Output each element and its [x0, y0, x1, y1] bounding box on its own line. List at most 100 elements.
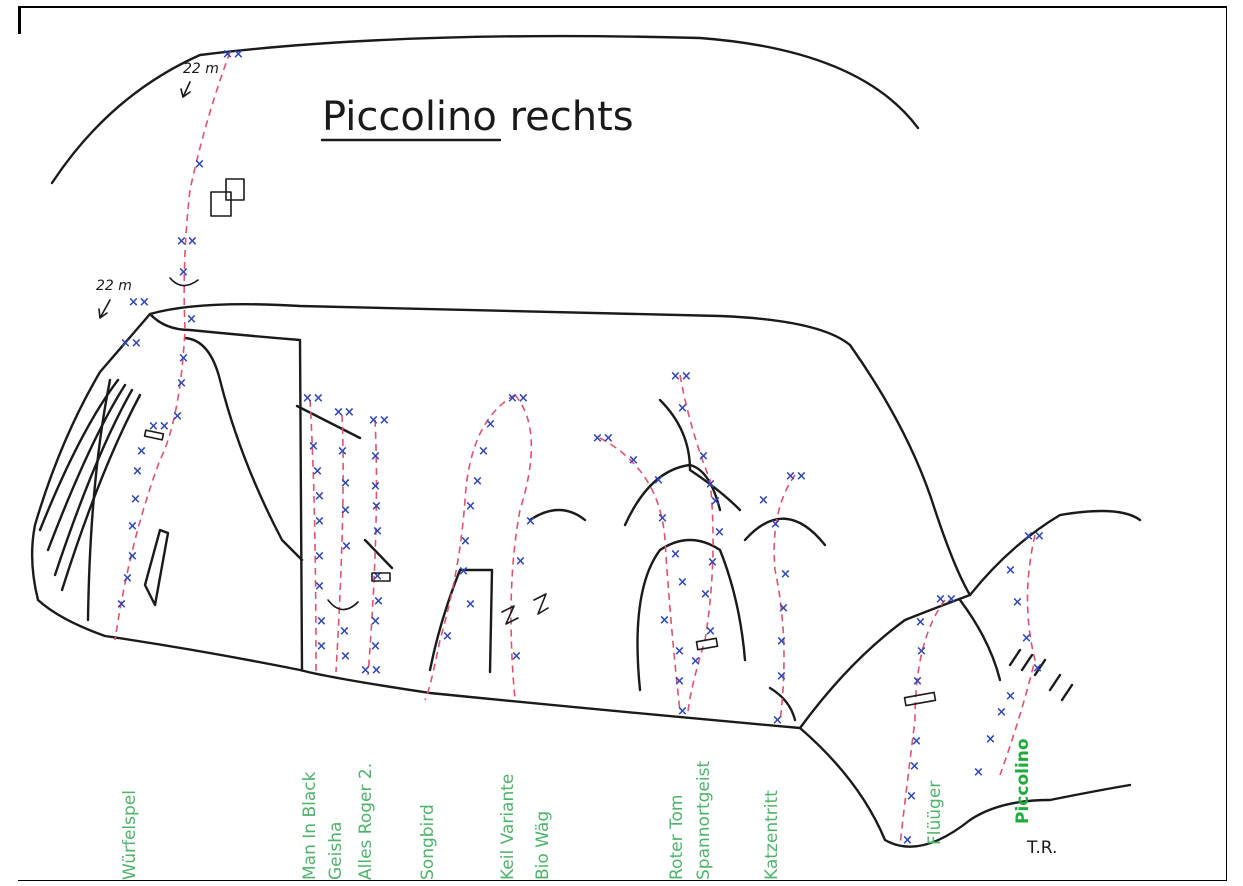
svg-text:××: ××	[592, 431, 614, 446]
svg-text:×: ×	[460, 534, 471, 549]
svg-text:×: ×	[780, 567, 791, 582]
route-alles-roger	[367, 419, 378, 676]
svg-text:×: ×	[628, 453, 639, 468]
svg-text:××: ××	[785, 469, 807, 484]
svg-text:×: ×	[916, 644, 927, 659]
svg-text:×: ×	[442, 629, 453, 644]
svg-text:××: ××	[935, 592, 957, 607]
svg-text:×: ×	[370, 614, 381, 629]
height-label-middle: 22 m	[96, 278, 132, 294]
svg-text:×: ×	[700, 587, 711, 602]
flake-icon	[143, 429, 165, 441]
pillar-outline	[183, 336, 304, 562]
svg-text:×: ×	[1032, 661, 1043, 676]
piccolino-top-outline	[968, 509, 1142, 597]
svg-text:××: ××	[302, 391, 324, 406]
svg-text:×: ×	[912, 674, 923, 689]
svg-text:××: ××	[333, 405, 355, 420]
svg-text:×: ×	[902, 833, 913, 848]
anchor-arc-icon	[169, 277, 199, 287]
svg-text:×: ×	[778, 601, 789, 616]
svg-text:×: ×	[373, 594, 384, 609]
route-label-keil-variante: Keil Variante	[498, 774, 518, 880]
route-bio-wag	[510, 394, 533, 701]
anchor-arc-icon	[327, 599, 359, 611]
overhang-marks	[1008, 648, 1074, 702]
topo-marker: T.R.	[1026, 838, 1057, 858]
svg-text:×: ×	[985, 732, 996, 747]
keil-left-line	[428, 568, 462, 672]
svg-text:×: ×	[465, 597, 476, 612]
small-crack	[363, 538, 394, 570]
svg-text:×: ×	[132, 464, 143, 479]
route-label-alles-roger: Alles Roger 2.	[356, 763, 376, 880]
svg-text:×: ×	[657, 511, 668, 526]
topo-title: Piccolino rechts	[322, 94, 634, 140]
route-label-songbird: Songbird	[418, 804, 438, 880]
svg-text:×: ×	[909, 759, 920, 774]
svg-text:×: ×	[308, 439, 319, 454]
svg-text:×: ×	[758, 493, 769, 508]
svg-text:×: ×	[178, 351, 189, 366]
frame-left-mark	[18, 6, 21, 34]
svg-text:××: ××	[120, 336, 142, 351]
svg-text:×: ×	[472, 474, 483, 489]
svg-text:×: ×	[915, 615, 926, 630]
svg-text:×: ×	[172, 409, 183, 424]
svg-text:×: ×	[340, 649, 351, 664]
svg-text:×: ×	[127, 519, 138, 534]
svg-text:×: ×	[677, 401, 688, 416]
svg-text:×: ×	[906, 789, 917, 804]
route-fluuger	[899, 599, 946, 846]
svg-text:×: ×	[1005, 689, 1016, 704]
svg-text:×: ×	[314, 514, 325, 529]
svg-text:×: ×	[314, 489, 325, 504]
svg-text:×: ×	[485, 417, 496, 432]
keil-outline	[458, 568, 494, 674]
big-arch	[636, 538, 747, 692]
ledge-line	[148, 312, 304, 672]
route-labels: Würfelspel Man In Black Geisha Alles Rog…	[120, 738, 1033, 880]
svg-text:×: ×	[911, 734, 922, 749]
svg-text:××: ××	[670, 369, 692, 384]
svg-text:××: ××	[368, 413, 390, 428]
svg-text:×: ×	[670, 547, 681, 562]
crack-upper-center	[658, 398, 742, 512]
svg-text:×: ×	[690, 654, 701, 669]
main-rock-outline	[30, 303, 972, 730]
svg-text:×: ×	[312, 464, 323, 479]
svg-text:×: ×	[465, 499, 476, 514]
svg-text:××: ××	[148, 419, 170, 434]
frame-top-border	[18, 6, 1227, 8]
svg-text:×: ×	[772, 713, 783, 728]
overhang-arc	[528, 508, 587, 522]
svg-text:×: ×	[130, 492, 141, 507]
route-label-geisha: Geisha	[326, 822, 346, 880]
svg-text:×: ×	[776, 634, 787, 649]
svg-text:×: ×	[370, 479, 381, 494]
crack-block	[295, 404, 362, 440]
svg-text:×: ×	[316, 639, 327, 654]
small-crack-right	[768, 686, 797, 722]
roof-arc	[623, 463, 722, 527]
small-arch	[743, 517, 827, 547]
svg-text:×: ×	[314, 549, 325, 564]
bolt-markers: ×× × ×× × ×× × ×× × × × ×× × × × × × × ×…	[116, 47, 1045, 848]
slab-lines	[38, 378, 142, 592]
crack-line	[86, 378, 112, 622]
frame-bottom-border	[18, 880, 1227, 881]
route-label-katzentritt: Katzentritt	[762, 790, 782, 880]
svg-text:×: ×	[478, 444, 489, 459]
route-label-fluuger: Flüüger	[925, 781, 945, 845]
block-icon	[210, 191, 232, 217]
svg-text:×: ×	[340, 476, 351, 491]
svg-text:×: ×	[996, 705, 1007, 720]
route-spannortgeist	[679, 374, 714, 713]
svg-text:×: ×	[372, 569, 383, 584]
svg-text:×: ×	[698, 449, 709, 464]
svg-text:××: ××	[222, 47, 244, 62]
route-label-wurfelspel: Würfelspel	[120, 790, 140, 880]
route-wurfelspel	[114, 51, 231, 641]
svg-text:×: ×	[659, 613, 670, 628]
